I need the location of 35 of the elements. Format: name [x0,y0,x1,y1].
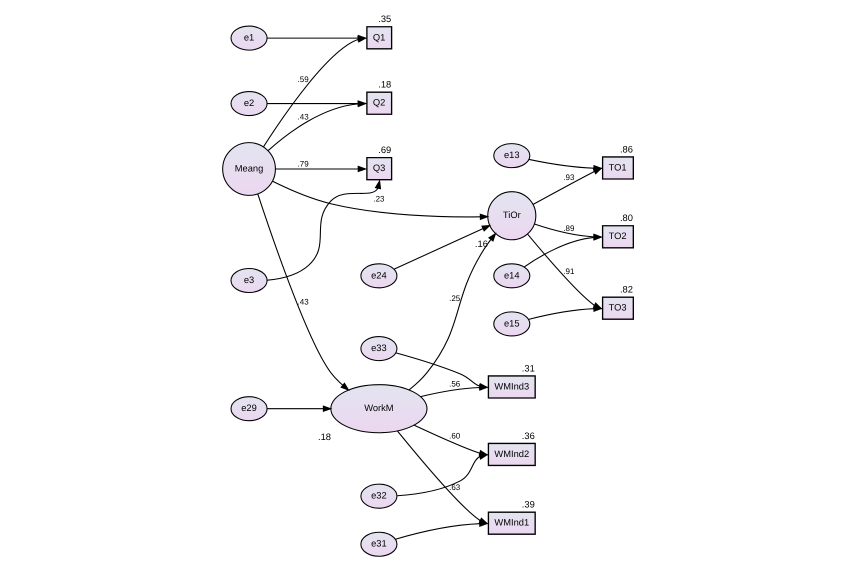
node-ellipse: e24 [360,263,398,288]
arrow [396,352,489,390]
arrow [275,166,368,172]
node-ellipse: e14 [493,263,530,288]
node-ellipse: e29 [230,396,268,422]
arrow [267,179,382,281]
node-circle: Meang [222,142,276,196]
node-ellipse: e2 [230,91,268,116]
node-label: .31 [522,363,535,374]
node-label: .36 [522,430,535,441]
node-label: .18 [318,432,331,442]
node-ellipse: e31 [360,532,398,557]
node-ellipse: e1 [230,26,268,51]
node-circle: TiOr [487,191,536,240]
arrow [395,520,489,540]
node-label: .18 [378,80,392,90]
node-ellipse: WorkM [330,384,428,434]
arrow [257,194,350,391]
node-label: .86 [620,144,633,154]
arrow [397,453,489,496]
node-label: .80 [620,213,633,224]
node-label: .39 [522,500,535,510]
node-ellipse: e13 [493,143,530,168]
arrow [394,224,492,270]
node-label: .82 [620,284,633,295]
arrow [528,158,603,172]
node-ellipse: e3 [230,268,268,294]
node-ellipse: e32 [360,484,398,509]
node-ellipse: e33 [360,336,398,362]
node-ellipse: e15 [493,311,530,336]
node-label: .69 [378,145,392,156]
arrow [528,305,603,320]
node-label: .35 [378,14,392,24]
arrow [272,180,490,220]
arrow [267,405,332,412]
